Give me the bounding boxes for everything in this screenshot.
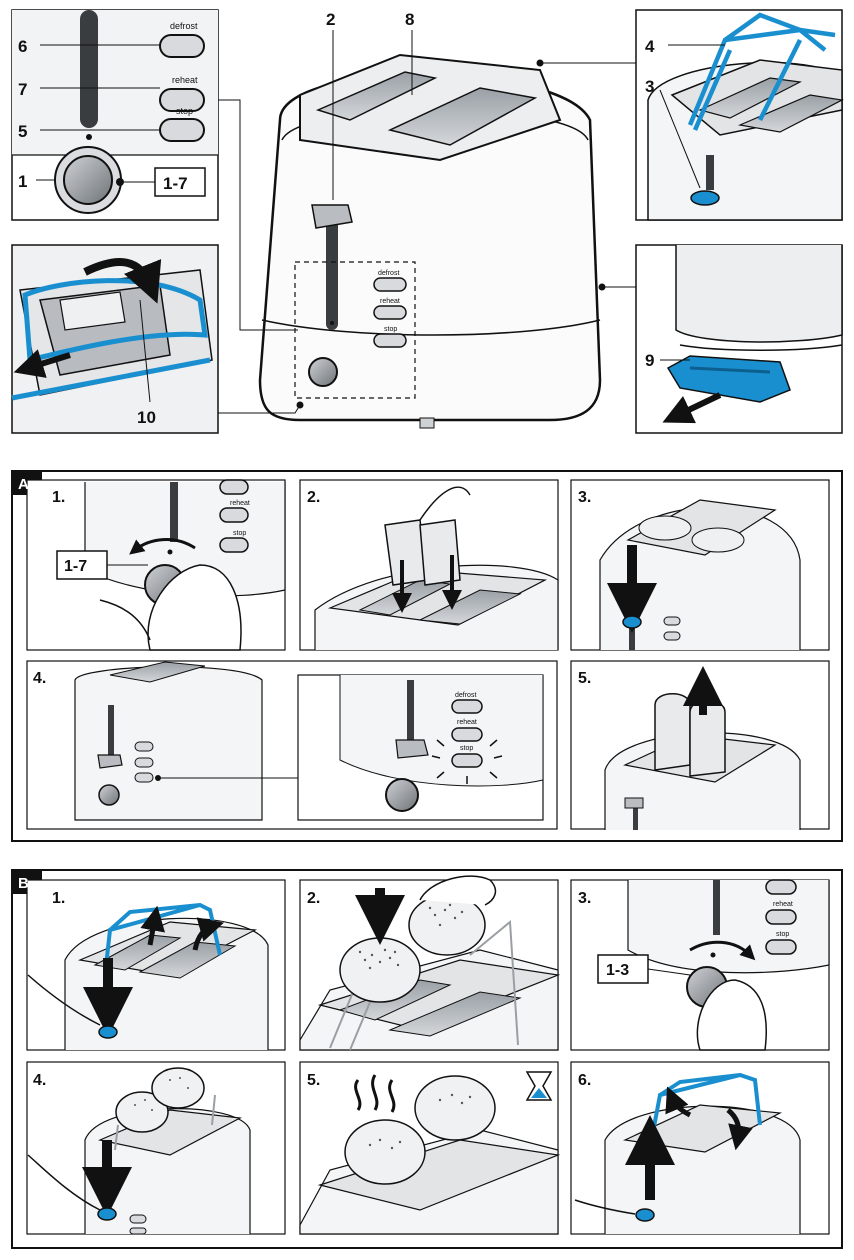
- b3-rotate-arrow-icon: [689, 940, 756, 961]
- callout-lever: 2: [326, 10, 335, 29]
- section-b-letter: B: [18, 875, 29, 892]
- lever-slot-dark: [80, 10, 98, 128]
- section-a-letter: A: [18, 476, 29, 493]
- a1-rotate-arrow-icon: [129, 538, 196, 555]
- panel-reheat-label: reheat: [172, 75, 198, 85]
- callout-defrost: 6: [18, 37, 27, 56]
- main-reheat-label: reheat: [380, 298, 400, 305]
- callout-rack: 4: [645, 37, 655, 56]
- lever-icon: [311, 204, 353, 229]
- main-stop-label: stop: [384, 326, 397, 333]
- a4-defrost-label: defrost: [455, 692, 476, 699]
- slot-right: [387, 87, 538, 146]
- bun-rack-detail: [11, 244, 219, 434]
- stop-button-shape: [159, 118, 205, 142]
- callout-reheat: 7: [18, 80, 27, 99]
- knob-icon: [63, 155, 113, 205]
- defrost-button-shape: [159, 34, 205, 58]
- callout-bun-rack: 10: [137, 408, 156, 427]
- section-a: [11, 470, 843, 842]
- panel-stop-label: stop: [176, 106, 193, 116]
- callout-tray: 9: [645, 351, 654, 370]
- b-step-1: 1.: [52, 890, 65, 907]
- main-defrost-label: defrost: [378, 270, 399, 277]
- b2-bun-icon: [339, 937, 421, 1003]
- callout-rack-lever: 3: [645, 77, 654, 96]
- b-level-box-label: 1-3: [606, 962, 629, 979]
- panel-defrost-label: defrost: [170, 21, 198, 31]
- a1-reheat-label: reheat: [230, 500, 250, 507]
- a-step-5: 5.: [578, 670, 591, 687]
- b-step-4: 4.: [33, 1072, 46, 1089]
- panel-detail: [11, 9, 219, 221]
- lever-track: [326, 205, 338, 330]
- b-step-5: 5.: [307, 1072, 320, 1089]
- reheat-button-shape: [159, 88, 205, 112]
- a4-stop-label: stop: [460, 745, 473, 752]
- callout-knob: 1: [18, 172, 27, 191]
- b5-bun-icon: [344, 1119, 426, 1185]
- level-box-label: 1-7: [163, 174, 188, 193]
- b-step-6: 6.: [578, 1072, 591, 1089]
- a-step-1: 1.: [52, 489, 65, 506]
- crumb-tray-detail: [635, 244, 843, 434]
- main-toaster: [218, 30, 636, 429]
- b-step-3: 3.: [578, 890, 591, 907]
- section-b: [11, 869, 843, 1249]
- b5-hourglass-icon: [525, 1071, 553, 1101]
- rack-lever-icon: [690, 190, 720, 206]
- a1-hand-icon: [147, 564, 242, 651]
- a-step-4: 4.: [33, 670, 46, 687]
- b5-heat-icon: [354, 1074, 396, 1113]
- b3-reheat-label: reheat: [773, 901, 793, 908]
- a-level-box-label: 1-7: [64, 558, 87, 575]
- rack-wire-icon: [687, 12, 836, 126]
- a-step-3: 3.: [578, 489, 591, 506]
- a4-reheat-label: reheat: [457, 719, 477, 726]
- b-step-2: 2.: [307, 890, 320, 907]
- a4-stop-button-glow: [451, 753, 483, 768]
- b3-stop-label: stop: [776, 931, 789, 938]
- a1-stop-label: stop: [233, 530, 246, 537]
- a-step-2: 2.: [307, 489, 320, 506]
- callout-stop: 5: [18, 122, 27, 141]
- warming-rack-detail: [635, 9, 844, 221]
- slot-left: [315, 71, 438, 121]
- b4-bun-icon: [115, 1091, 169, 1133]
- callout-slot: 8: [405, 10, 414, 29]
- a5-toast-icon: [654, 693, 691, 771]
